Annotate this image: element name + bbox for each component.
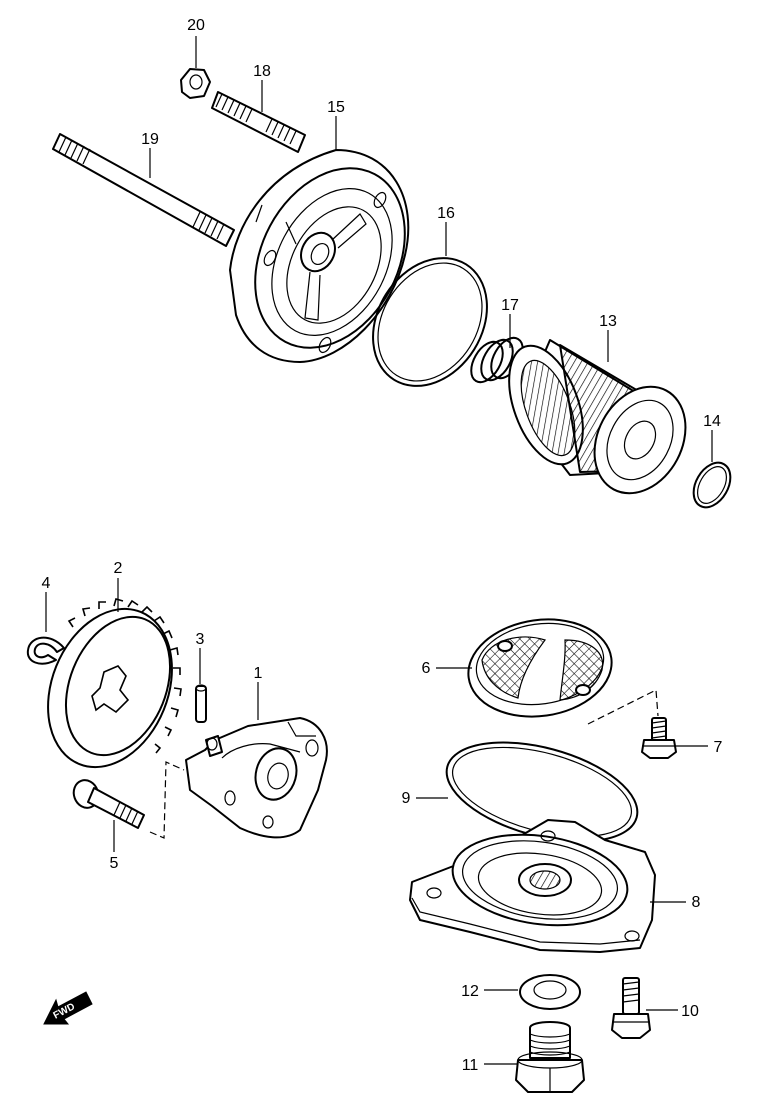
- callout-6: 6: [422, 660, 431, 677]
- callout-20: 20: [187, 17, 205, 34]
- pan-bolt-part: [611, 977, 651, 1039]
- callout-13: 13: [599, 313, 617, 330]
- oil-pan-cover-part: [409, 819, 656, 953]
- strainer-bolt-part: [641, 717, 677, 759]
- callout-3: 3: [196, 631, 205, 648]
- callout-15: 15: [327, 99, 345, 116]
- callout-numbers: 20 18 19 15 16 17 13 14 2 4 3 1 5 6 7 9 …: [42, 17, 723, 1074]
- large-o-ring-part: [372, 257, 488, 387]
- callout-1: 1: [254, 665, 263, 682]
- callout-8: 8: [692, 894, 701, 911]
- callout-17: 17: [501, 297, 519, 314]
- callout-9: 9: [402, 790, 411, 807]
- small-o-ring-part: [692, 461, 732, 509]
- callout-18: 18: [253, 63, 271, 80]
- dowel-pin-part: [195, 684, 207, 723]
- oil-strainer-part: [467, 618, 613, 718]
- leader-lines: [45, 36, 713, 1065]
- callout-19: 19: [141, 131, 159, 148]
- oil-filter-part: [508, 339, 687, 495]
- long-stud-part: [52, 133, 235, 247]
- nut-part: [180, 68, 211, 99]
- drain-plug-part: [515, 1021, 585, 1093]
- callout-7: 7: [714, 739, 723, 756]
- filter-cover-part: [229, 149, 410, 363]
- callout-11: 11: [462, 1057, 479, 1074]
- callout-16: 16: [437, 205, 455, 222]
- washer-part: [519, 974, 581, 1010]
- callout-5: 5: [110, 855, 119, 872]
- callout-10: 10: [681, 1003, 699, 1020]
- callout-12: 12: [461, 983, 479, 1000]
- oil-pump-part: [185, 717, 328, 839]
- callout-2: 2: [114, 560, 123, 577]
- circlip-part: [26, 636, 65, 665]
- pump-gear-part: [47, 598, 182, 769]
- short-stud-part: [211, 91, 306, 153]
- pump-bolt-part: [72, 779, 145, 829]
- callout-4: 4: [42, 575, 51, 592]
- callout-14: 14: [703, 413, 721, 430]
- forward-arrow-icon: FWD: [43, 991, 93, 1025]
